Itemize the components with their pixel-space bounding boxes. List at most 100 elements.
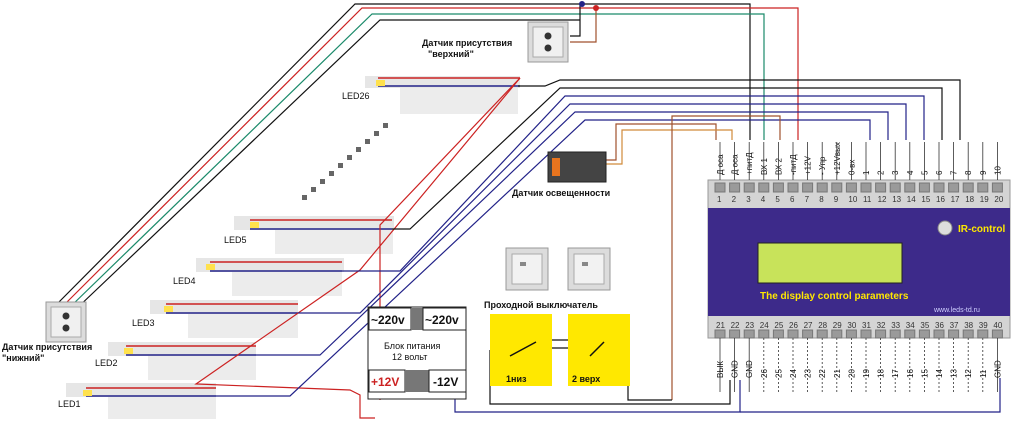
wire-led-5 — [392, 87, 943, 230]
bottom-terminal-label: 16 — [906, 369, 915, 378]
led-strip-3: LED3 — [132, 300, 298, 338]
bottom-pin-number: 29 — [833, 321, 842, 330]
top-terminal-label: +12V — [804, 155, 813, 175]
top-terminal-label: ВХ 2 — [774, 157, 783, 175]
top-terminal-label: 6 — [935, 170, 944, 175]
bottom-terminal-label: GND — [731, 360, 740, 378]
power-title: Блок питания — [384, 341, 441, 351]
terminal-screw — [758, 329, 770, 339]
top-pin-number: 17 — [951, 195, 960, 204]
sensor-bottom-label: Датчик присутствия — [2, 342, 92, 352]
wire-light-2 — [606, 129, 733, 165]
bottom-pin-number: 38 — [964, 321, 973, 330]
top-pin-number: 4 — [761, 195, 766, 204]
led-strip-4: LED4 — [173, 258, 344, 296]
bottom-pin-number: 25 — [774, 321, 783, 330]
led-label-4: LED4 — [173, 276, 196, 286]
wire-led-26 — [518, 79, 961, 140]
stair-dots — [302, 123, 388, 200]
bottom-pin-number: 32 — [877, 321, 886, 330]
power-in-right: ~220v — [425, 313, 459, 327]
top-pin-number: 18 — [965, 195, 974, 204]
top-terminal-label: ВХ 1 — [760, 157, 769, 175]
terminal-screw — [948, 182, 960, 193]
terminal-screw — [729, 329, 741, 339]
top-pin-number: 19 — [980, 195, 989, 204]
wire-sensor-green — [67, 13, 765, 310]
top-terminal-label: -питД — [789, 154, 798, 175]
terminal-screw — [816, 329, 828, 339]
bottom-terminal-label: 24 — [789, 369, 798, 378]
bottom-pin-number: 24 — [760, 321, 769, 330]
terminal-screw — [991, 182, 1003, 193]
wire-gnd-right — [740, 378, 1001, 413]
top-pin-number: 8 — [819, 195, 824, 204]
wire-light-1 — [606, 123, 717, 161]
sensor-top-sub: "верхний" — [428, 49, 474, 59]
terminal-screw — [962, 182, 974, 193]
terminal-screw — [933, 329, 945, 339]
bottom-terminal-label: 15 — [920, 369, 929, 378]
bottom-pin-number: 34 — [906, 321, 915, 330]
led-strips: LED26 LED5 — [58, 76, 520, 419]
wire-sensor-black — [55, 3, 751, 306]
terminal-screw — [860, 182, 872, 193]
terminal-screw — [875, 329, 887, 339]
bottom-pin-number: 37 — [950, 321, 959, 330]
switch-left: 1низ — [506, 374, 527, 384]
terminal-screw — [918, 182, 930, 193]
bottom-terminal-label: 17 — [891, 369, 900, 378]
bottom-terminal-label: 26 — [760, 369, 769, 378]
controller-display — [757, 242, 903, 284]
wire-red-main — [194, 77, 521, 419]
led-strip-5: LED5 — [224, 216, 394, 254]
led-label-3: LED3 — [132, 318, 155, 328]
power-plus: +12V — [371, 375, 399, 389]
top-pin-number: 11 — [863, 195, 872, 204]
terminal-screw — [831, 329, 843, 339]
bottom-terminal-label: 23 — [804, 369, 813, 378]
top-terminal-label: 2 — [877, 170, 886, 175]
terminal-screw — [831, 182, 843, 193]
terminal-screw — [889, 182, 901, 193]
wire-sensor-black2 — [73, 19, 580, 312]
terminal-screw — [772, 182, 784, 193]
terminal-screw — [758, 182, 770, 193]
top-pin-number: 10 — [848, 195, 857, 204]
power-minus: -12V — [433, 375, 458, 389]
terminal-screw — [714, 329, 726, 339]
power-supply: ~220v ~220v Блок питания 12 вольт +12V -… — [367, 306, 467, 400]
bottom-pin-number: 40 — [993, 321, 1002, 330]
terminal-screw — [889, 329, 901, 339]
top-pin-number: 9 — [834, 195, 839, 204]
top-terminal-label: Д оса — [731, 154, 740, 175]
terminal-screw — [948, 329, 960, 339]
power-subtitle: 12 вольт — [392, 352, 427, 362]
bottom-pin-number: 35 — [920, 321, 929, 330]
top-pin-number: 7 — [805, 195, 810, 204]
top-terminal-label: 8 — [964, 170, 973, 175]
bottom-pin-number: 28 — [818, 321, 827, 330]
top-pin-number: 16 — [936, 195, 945, 204]
led-label-2: LED2 — [95, 358, 118, 368]
top-terminal-label: 0-вх — [847, 160, 856, 175]
terminal-screw — [875, 182, 887, 193]
led-label-26: LED26 — [342, 91, 370, 101]
top-terminal-label: - Упр — [818, 156, 827, 175]
sensor-light-label: Датчик освещенности — [512, 188, 610, 198]
bottom-terminal-label: 11 — [979, 369, 988, 378]
terminal-screw — [845, 329, 857, 339]
bottom-terminal-label: 12 — [964, 369, 973, 378]
led-label-1: LED1 — [58, 399, 81, 409]
bottom-pin-number: 33 — [891, 321, 900, 330]
bottom-pin-number: 30 — [847, 321, 856, 330]
top-pin-number: 1 — [717, 195, 722, 204]
wire-led-4 — [342, 95, 925, 272]
top-terminal-label: 3 — [891, 170, 900, 175]
terminal-screw — [904, 182, 916, 193]
switch-right: 2 верх — [572, 374, 600, 384]
terminal-screw — [743, 182, 755, 193]
terminal-screw — [933, 182, 945, 193]
top-pin-number: 13 — [892, 195, 901, 204]
led-chip — [376, 80, 385, 86]
